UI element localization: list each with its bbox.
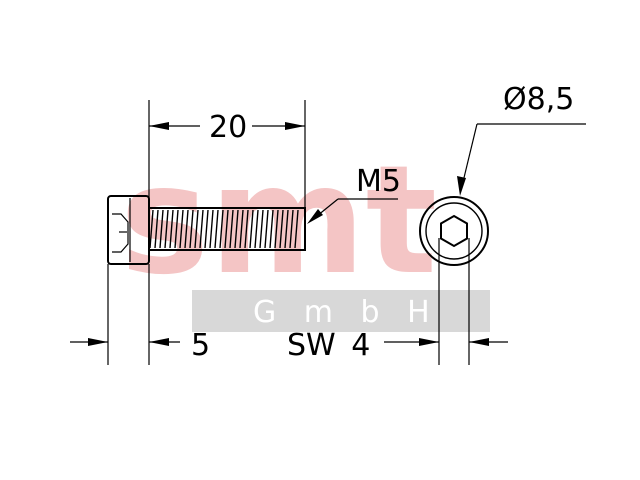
thread-line (179, 209, 184, 249)
head-arrow-right (149, 338, 169, 346)
hex-socket (440, 214, 468, 248)
thread-line (259, 209, 264, 249)
watermark: smt G m b H (120, 134, 490, 332)
head-socket-outline (112, 213, 129, 253)
thread-line (214, 209, 219, 249)
diameter-leader-diagonal (461, 123, 478, 187)
head-height-label: 5 (191, 328, 210, 363)
length-label: 20 (209, 110, 247, 145)
thread-line (264, 209, 269, 249)
thread-line (289, 209, 294, 249)
thread-line (164, 209, 169, 249)
thread-label: M5 (356, 164, 401, 199)
thread-line (249, 209, 254, 249)
thread-line (244, 209, 249, 249)
head-inner-circle (425, 202, 483, 260)
thread-line (199, 209, 204, 249)
thread-line (229, 209, 234, 249)
thread-line (174, 209, 179, 249)
thread-line (279, 209, 284, 249)
screw-front-view (419, 196, 489, 266)
head-arrow-left (88, 338, 108, 346)
thread-line (254, 209, 259, 249)
dimension-head-height (70, 264, 180, 365)
thread-line (154, 209, 159, 249)
screw-side-view (107, 195, 306, 265)
thread-line (194, 209, 199, 249)
thread-line (149, 209, 154, 249)
thread-line (269, 209, 274, 249)
thread-line (284, 209, 289, 249)
watermark-band (192, 290, 490, 332)
sw-arrow-left (419, 338, 439, 346)
watermark-subtext: G m b H (253, 295, 430, 330)
thread-line (169, 209, 174, 249)
arrow-right (285, 122, 305, 130)
leader-arrow (307, 209, 323, 224)
diameter-arrow (457, 176, 466, 196)
diameter-leader (457, 123, 586, 196)
diameter-label: Ø8,5 (503, 82, 574, 117)
thread-line (204, 209, 209, 249)
wrench-size-label: SW 4 (287, 328, 370, 363)
sw-arrow-right (469, 338, 489, 346)
thread-line (234, 209, 239, 249)
thread-line (159, 209, 164, 249)
arrow-left (149, 122, 169, 130)
thread-line (274, 209, 279, 249)
thread-line (209, 209, 214, 249)
thread-line (189, 209, 194, 249)
thread-line (184, 209, 189, 249)
thread-line (294, 209, 299, 249)
thread-line (239, 209, 244, 249)
dimension-length (148, 100, 306, 208)
thread-line (219, 209, 224, 249)
screw-thread (149, 209, 299, 249)
thread-line (224, 209, 229, 249)
screw-shank (148, 207, 306, 251)
watermark-sub-text: G m b H (253, 295, 430, 330)
head-outer-circle (419, 196, 489, 266)
dimension-wrench-size (384, 238, 508, 365)
watermark-logo: smt (120, 134, 437, 308)
thread-leader (307, 198, 398, 224)
